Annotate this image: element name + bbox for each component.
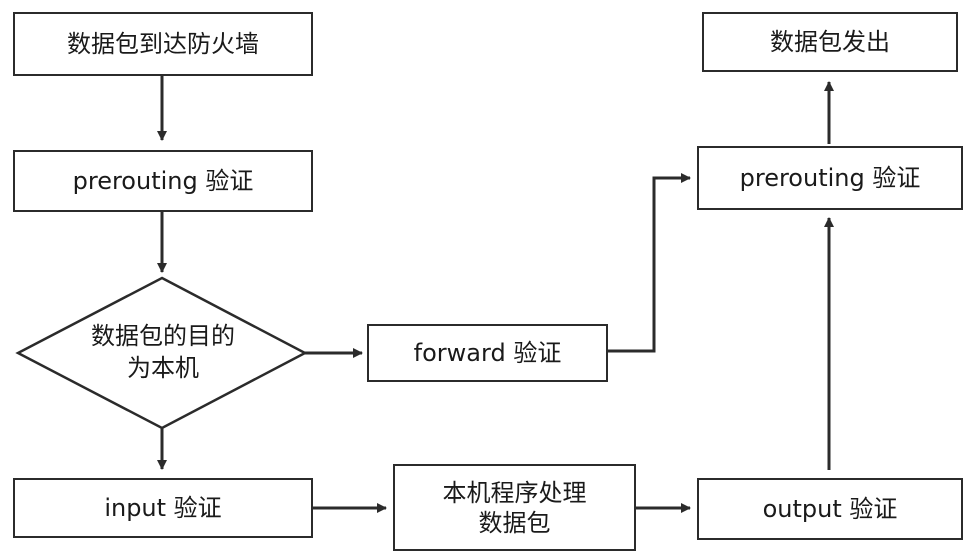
prerouting-left-box: prerouting 验证 [13,150,313,212]
input-label: input 验证 [104,494,222,522]
prerouting-right-box: prerouting 验证 [697,146,963,210]
output-label: output 验证 [762,495,898,523]
send-out-label: 数据包发出 [770,28,890,56]
prerouting-left-label: prerouting 验证 [72,167,254,195]
arrive-box: 数据包到达防火墙 [13,12,313,76]
forward-box: forward 验证 [367,324,608,382]
send-out-box: 数据包发出 [702,12,958,72]
input-box: input 验证 [13,478,313,538]
arrow-forward-to-prerouting [608,173,691,353]
output-box: output 验证 [697,478,963,540]
prerouting-right-label: prerouting 验证 [739,164,921,192]
local-line2: 数据包 [478,508,551,537]
arrive-label: 数据包到达防火墙 [67,30,259,58]
decision-line2: 为本机 [127,354,199,383]
forward-label: forward 验证 [413,339,562,367]
local-line1: 本机程序处理 [442,478,587,507]
local-process-box: 本机程序处理 数据包 [393,464,636,551]
decision-line1: 数据包的目的 [91,322,235,350]
decision-text: 数据包的目的 为本机 [58,320,268,385]
